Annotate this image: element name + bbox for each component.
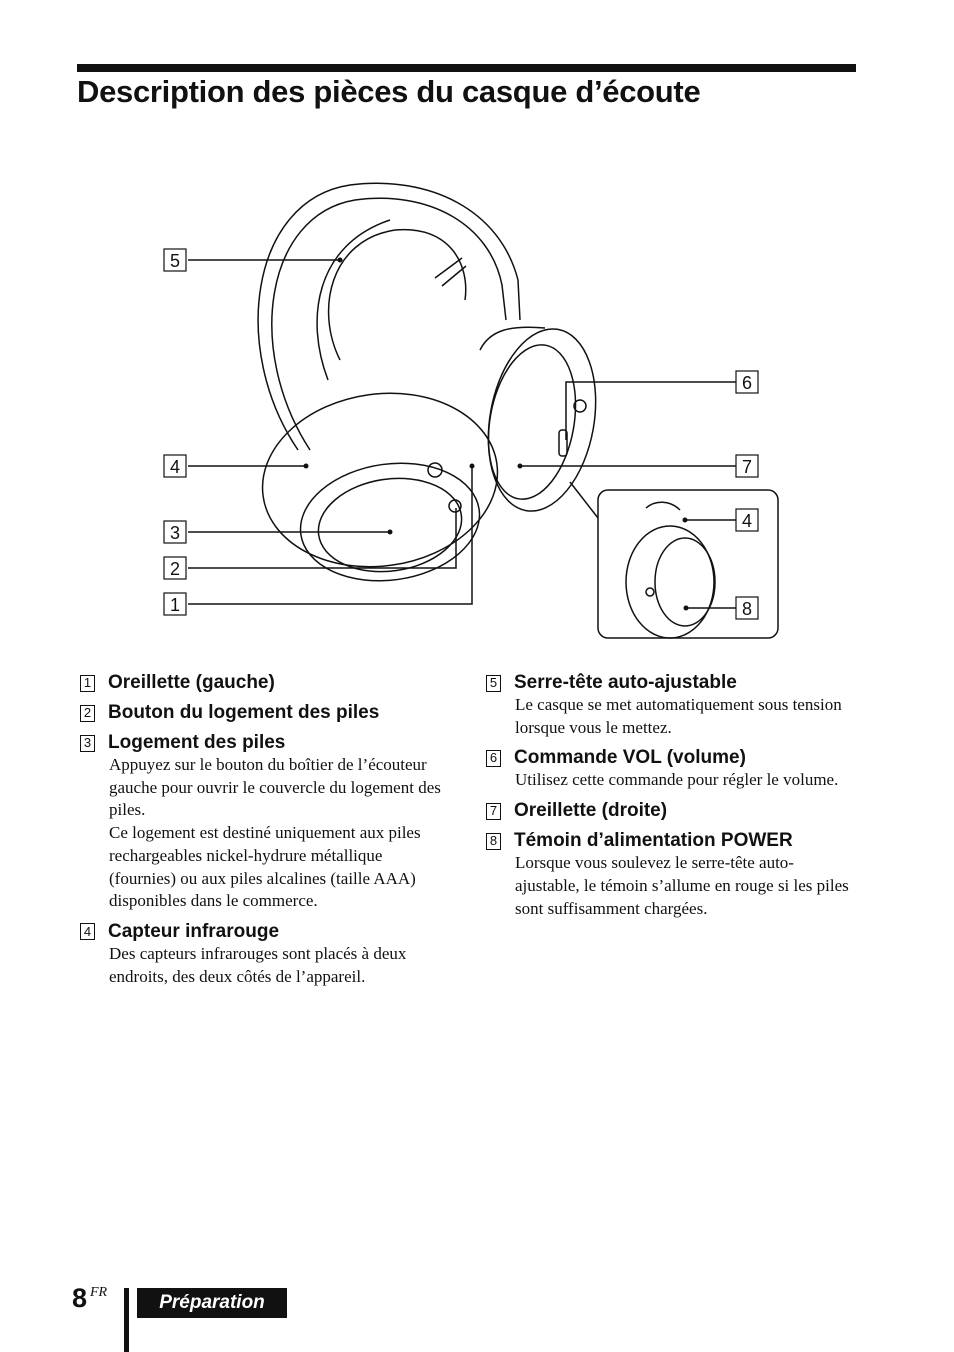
- section-tab: Préparation: [137, 1288, 287, 1318]
- list-item: 3 Logement des piles Appuyez sur le bouto…: [80, 732, 450, 913]
- list-item: 7 Oreillette (droite): [486, 800, 856, 822]
- description-paragraph: Lorsque vous soulevez le serre-tête auto…: [515, 853, 849, 918]
- description-paragraph: Ce logement est destiné uniquement aux p…: [109, 823, 421, 911]
- list-item: 2 Bouton du logement des piles: [80, 702, 450, 724]
- item-label: Oreillette (droite): [514, 800, 668, 822]
- item-label: Serre-tête auto-ajustable: [514, 672, 737, 693]
- description-paragraph: Le casque se met automatiquement sous te…: [515, 695, 842, 737]
- inset-box: [597, 489, 779, 639]
- item-label: Commande VOL (volume): [514, 747, 746, 769]
- callout-4-right: 4: [742, 511, 752, 531]
- item-number: 8: [486, 832, 501, 850]
- page-language-suffix: FR: [90, 1285, 108, 1300]
- callout-3: 3: [170, 523, 180, 543]
- list-item: 6 Commande VOL (volume) Utilisez cette co…: [486, 747, 856, 792]
- item-number: 1: [80, 674, 95, 692]
- description-paragraph: Appuyez sur le bouton du boîtier de l’éc…: [109, 755, 441, 820]
- description-paragraph: Des capteurs infrarouges sont placés à d…: [109, 943, 407, 986]
- callout-6: 6: [742, 373, 752, 393]
- item-description: Des capteurs infrarouges sont placés à d…: [109, 943, 450, 988]
- parts-list-left: 1 Oreillette (gauche) 2 Bouton du logement…: [80, 672, 450, 996]
- headphones-diagram: 5 4 3 2 1 6 7 4 8: [163, 182, 779, 639]
- item-description: Appuyez sur le bouton du boîtier de l’éc…: [109, 754, 450, 913]
- page-title: Description des pièces du casque d’écout…: [77, 74, 701, 109]
- item-label: Oreillette (gauche): [108, 672, 275, 693]
- item-label: Logement des piles: [108, 732, 286, 753]
- callout-4-left: 4: [170, 457, 180, 477]
- callout-8: 8: [742, 599, 752, 619]
- list-item: 5 Serre-tête auto-ajustable Le casque se …: [486, 672, 856, 739]
- description-paragraph: Utilisez cette commande pour régler le v…: [515, 770, 839, 790]
- item-number: 7: [486, 802, 501, 820]
- callout-7: 7: [742, 457, 752, 477]
- callout-5: 5: [170, 251, 180, 271]
- list-item: 1 Oreillette (gauche): [80, 672, 450, 694]
- left-earcup-shape: [261, 392, 499, 568]
- item-label: Témoin d’alimentation POWER: [514, 830, 793, 852]
- callout-1: 1: [170, 595, 180, 615]
- item-number: 3: [80, 734, 95, 752]
- item-description: Utilisez cette commande pour régler le v…: [515, 769, 856, 792]
- page-number: 8: [72, 1283, 88, 1313]
- headband-shape: [257, 182, 521, 451]
- top-rule: [77, 64, 856, 72]
- item-number: 5: [486, 674, 501, 692]
- parts-list-right: 5 Serre-tête auto-ajustable Le casque se …: [486, 672, 856, 928]
- list-item: 8 Témoin d’alimentation POWER Lorsque vou…: [486, 830, 856, 920]
- item-number: 6: [486, 749, 501, 767]
- item-label: Bouton du logement des piles: [108, 702, 380, 723]
- item-description: Le casque se met automatiquement sous te…: [515, 694, 856, 739]
- item-number: 2: [80, 704, 95, 722]
- callout-2: 2: [170, 559, 180, 579]
- footer-bar: [124, 1288, 129, 1352]
- item-label: Capteur infrarouge: [108, 920, 280, 942]
- item-number: 4: [80, 923, 95, 941]
- list-item: 4 Capteur infrarouge Des capteurs infraro…: [80, 921, 450, 988]
- item-description: Lorsque vous soulevez le serre-tête auto…: [515, 852, 856, 920]
